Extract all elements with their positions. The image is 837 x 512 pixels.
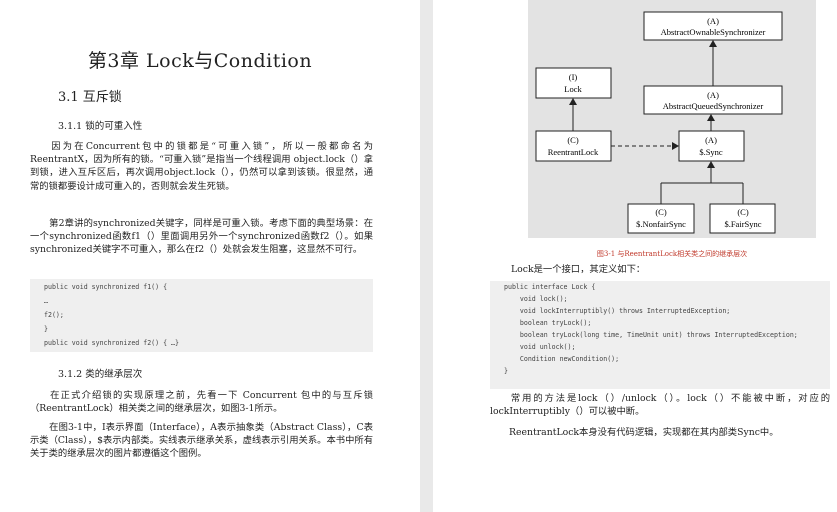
- nonfairsync-name: $.NonfairSync: [636, 219, 686, 229]
- paragraph-2: 第2章讲的synchronized关键字，同样是可重入锁。考虑下面的典型场景：在…: [30, 218, 373, 256]
- code-line: boolean tryLock(long time, TimeUnit unit…: [504, 331, 798, 339]
- class-hierarchy-diagram: (A) AbstractOwnableSynchronizer (A) Abst…: [528, 0, 816, 238]
- figure-caption: 图3-1 与ReentrantLock相关类之间的继承层次: [596, 250, 748, 258]
- paragraph-1: 因为在Concurrent包中的锁都是“可重入锁”，所以一般都命名为Reentr…: [30, 141, 373, 192]
- lock-name: Lock: [564, 84, 582, 94]
- right-page: (A) AbstractOwnableSynchronizer (A) Abst…: [433, 0, 837, 512]
- code-line: void unlock();: [504, 343, 576, 351]
- code-line: }: [44, 325, 48, 333]
- paragraph-4: 在图3-1中，I表示界面（Interface），A表示抽象类（Abstract …: [30, 422, 373, 460]
- aos-name: AbstractOwnableSynchronizer: [661, 27, 766, 37]
- reentrantlock-name: ReentrantLock: [548, 147, 599, 157]
- code-block-2: public interface Lock { void lock(); voi…: [490, 281, 830, 389]
- arrowheads: [569, 40, 717, 168]
- aos-box: [643, 11, 783, 41]
- chapter-title: 第3章 Lock与Condition: [87, 50, 313, 72]
- sync-tag: (A): [705, 135, 717, 145]
- section-title: 3.1 互斥锁: [58, 90, 122, 105]
- aqs-tag: (A): [707, 90, 719, 100]
- code-line: public void synchronized f1() {: [44, 283, 168, 291]
- code-line: f2();: [44, 311, 64, 319]
- paragraph-reentrantlock: ReentrantLock本身没有代码逻辑，实现都在其内部类Sync中。: [509, 427, 779, 438]
- paragraph-3: 在正式介绍锁的实现原理之前，先看一下 Concurrent 包中的与互斥锁（Re…: [30, 390, 373, 415]
- code-line: public void synchronized f2() { …}: [44, 339, 179, 347]
- code-block-1: public void synchronized f1() { … f2(); …: [30, 279, 373, 352]
- reentrantlock-box: [535, 130, 612, 162]
- nonfairsync-tag: (C): [655, 207, 667, 217]
- lock-box: [535, 67, 612, 99]
- paragraph-lock-methods: 常用的方法是lock（）/unlock（）。lock（）不能被中断，对应的loc…: [490, 393, 830, 418]
- lock-tag: (I): [569, 72, 578, 82]
- aqs-name: AbstractQueuedSynchronizer: [663, 101, 764, 111]
- page-gutter: [420, 0, 433, 512]
- sync-name: $.Sync: [699, 147, 723, 157]
- inheritance-lines: [572, 46, 744, 204]
- sync-box: [678, 130, 745, 162]
- code-line: …: [44, 297, 48, 305]
- paragraph-lock-intro: Lock是一个接口，其定义如下：: [511, 264, 646, 275]
- fairsync-name: $.FairSync: [724, 219, 761, 229]
- code-line: void lockInterruptibly() throws Interrup…: [504, 307, 731, 315]
- code-line: void lock();: [504, 295, 568, 303]
- subsection-title-1: 3.1.1 锁的可重入性: [58, 121, 143, 132]
- aos-tag: (A): [707, 16, 719, 26]
- left-page: 第3章 Lock与Condition 3.1 互斥锁 3.1.1 锁的可重入性 …: [0, 0, 420, 512]
- fairsync-tag: (C): [737, 207, 749, 217]
- code-line: boolean tryLock();: [504, 319, 592, 327]
- code-line: }: [504, 367, 508, 375]
- code-line: public interface Lock {: [504, 283, 596, 291]
- fairsync-box: [709, 203, 776, 234]
- nonfairsync-box: [627, 203, 695, 234]
- code-line: Condition newCondition();: [504, 355, 620, 363]
- reentrantlock-tag: (C): [567, 135, 579, 145]
- subsection-title-2: 3.1.2 类的继承层次: [58, 369, 143, 380]
